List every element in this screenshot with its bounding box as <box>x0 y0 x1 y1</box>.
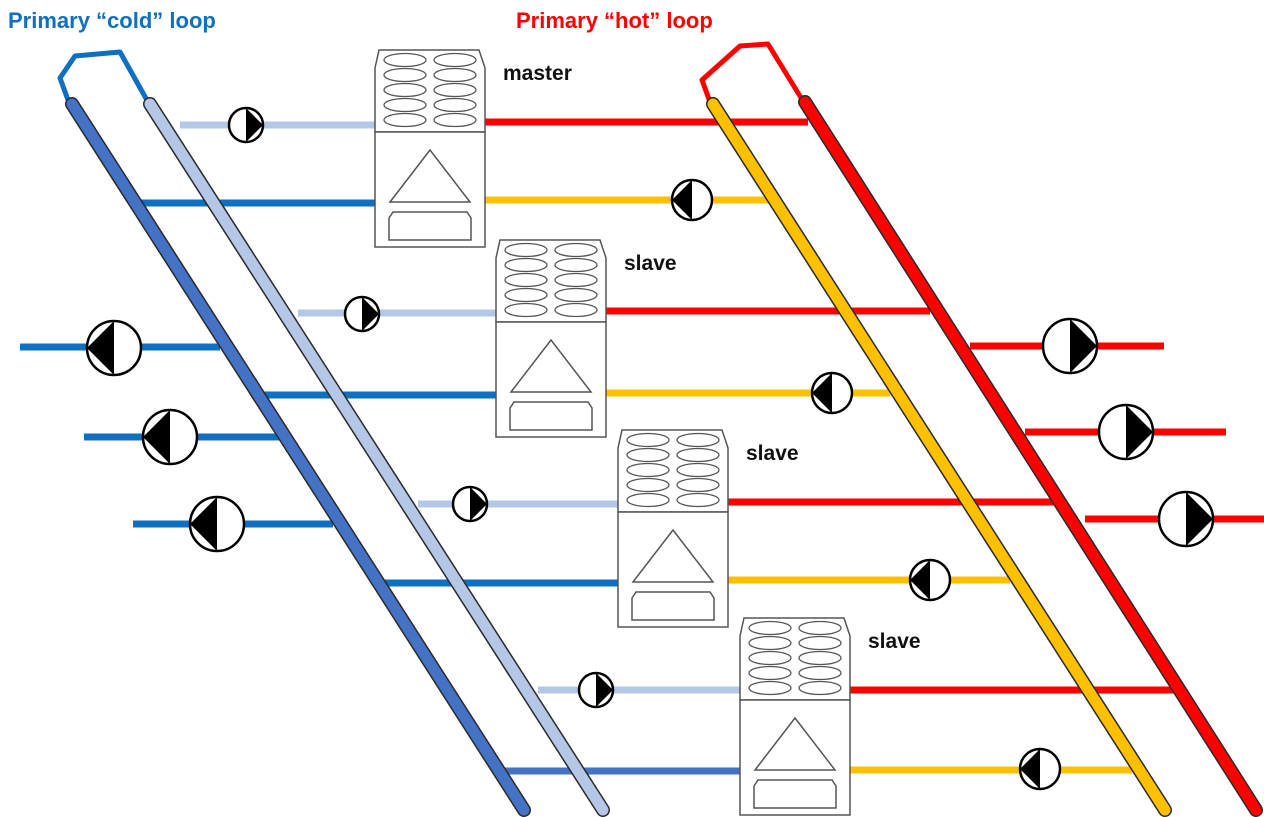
fan-icon <box>383 67 427 83</box>
compressor-triangle-icon <box>753 716 837 771</box>
fan-icon <box>433 112 477 128</box>
fan-icon <box>676 432 720 448</box>
pump-arrow <box>87 321 114 375</box>
fan-icon <box>748 620 792 636</box>
compressor-triangle-icon <box>631 528 715 583</box>
unit-panel <box>388 211 472 241</box>
fan-icon <box>504 272 548 288</box>
fan-icon <box>626 462 670 478</box>
pump-arrow <box>672 180 692 220</box>
pump-arrow <box>596 673 613 707</box>
units: master slave slave slave <box>374 49 921 816</box>
fan-icon <box>383 52 427 68</box>
fan-icon <box>504 287 548 303</box>
fan-icon <box>554 302 598 318</box>
pump-arrow <box>190 497 217 551</box>
fan-icon <box>798 665 842 681</box>
fan-icon <box>433 97 477 113</box>
unit-label: master <box>503 62 572 85</box>
pump-icon <box>85 319 143 377</box>
unit-panel <box>631 591 715 621</box>
pump-icon <box>141 408 199 466</box>
unit-panel <box>753 779 837 809</box>
unit-label: slave <box>624 252 677 275</box>
unit-1: slave <box>495 239 677 438</box>
pump-icon <box>1041 317 1099 375</box>
pump-icon <box>1157 490 1215 548</box>
pump-icon <box>451 485 489 523</box>
pump-arrow <box>1070 319 1097 373</box>
main-pipes <box>57 41 1263 817</box>
pump-arrow <box>1020 749 1040 789</box>
fan-icon <box>433 82 477 98</box>
cold-loop-title: Primary “cold” loop <box>8 8 216 33</box>
pumps <box>85 106 1215 791</box>
fan-icon <box>748 635 792 651</box>
hot-supply-main <box>799 96 1262 816</box>
fan-icon <box>554 242 598 258</box>
pump-icon <box>908 558 952 602</box>
compressor-triangle-icon <box>388 148 472 203</box>
pump-icon <box>343 295 381 333</box>
fan-icon <box>676 477 720 493</box>
pump-arrow <box>1186 492 1213 546</box>
unit-label: slave <box>746 442 799 465</box>
fan-icon <box>626 432 670 448</box>
fan-icon <box>626 447 670 463</box>
pump-icon <box>810 371 854 415</box>
unit-3: slave <box>739 617 921 816</box>
pump-arrow <box>362 297 379 331</box>
unit-label: slave <box>868 630 921 653</box>
fan-icon <box>798 680 842 696</box>
fan-icon <box>798 650 842 666</box>
pump-icon <box>1018 747 1062 791</box>
fan-icon <box>433 52 477 68</box>
fan-icon <box>676 462 720 478</box>
fan-icon <box>748 665 792 681</box>
fan-icon <box>626 477 670 493</box>
hot-loop-cap <box>699 41 806 103</box>
pump-arrow <box>910 560 930 600</box>
cold-return-main <box>144 98 609 816</box>
hot-loop-title: Primary “hot” loop <box>516 8 713 33</box>
fan-icon <box>383 112 427 128</box>
cold-loop-cap <box>57 49 151 104</box>
cold-supply-main <box>66 98 530 816</box>
fan-icon <box>676 447 720 463</box>
unit-2: slave <box>617 429 799 628</box>
hot-return-main <box>707 98 1171 816</box>
fan-icon <box>554 272 598 288</box>
fan-icon <box>748 650 792 666</box>
compressor-triangle-icon <box>509 338 593 393</box>
unit-0: master <box>374 49 572 248</box>
pump-icon <box>227 106 265 144</box>
pump-arrow <box>143 410 170 464</box>
fan-icon <box>554 257 598 273</box>
fan-icon <box>554 287 598 303</box>
fan-icon <box>748 680 792 696</box>
fan-icon <box>504 257 548 273</box>
fan-icon <box>798 635 842 651</box>
fan-icon <box>676 492 720 508</box>
pump-icon <box>577 671 615 709</box>
pump-arrow <box>812 373 832 413</box>
fan-icon <box>626 492 670 508</box>
fan-icon <box>383 97 427 113</box>
fan-icon <box>798 620 842 636</box>
pump-arrow <box>470 487 487 521</box>
fan-icon <box>504 242 548 258</box>
fan-icon <box>433 67 477 83</box>
pump-arrow <box>1126 405 1153 459</box>
pump-icon <box>1097 403 1155 461</box>
pump-icon <box>670 178 714 222</box>
fan-icon <box>383 82 427 98</box>
pump-arrow <box>246 108 263 142</box>
unit-panel <box>509 401 593 431</box>
pump-icon <box>188 495 246 553</box>
fan-icon <box>504 302 548 318</box>
